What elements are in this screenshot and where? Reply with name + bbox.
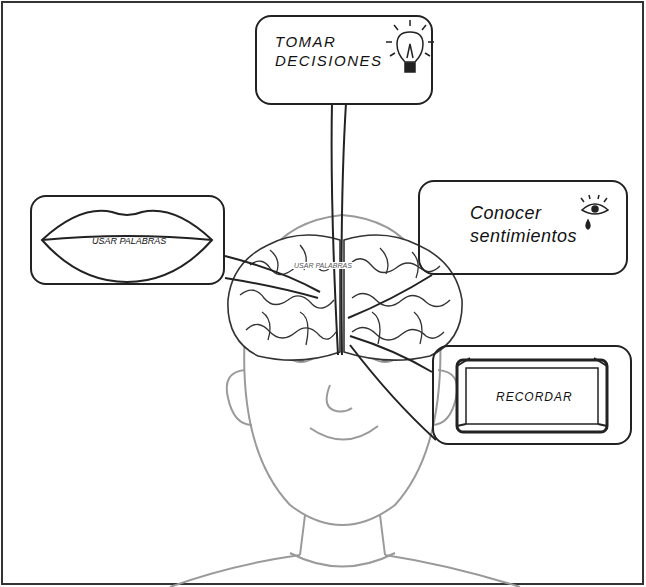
smile	[310, 426, 378, 440]
tail-bottom	[350, 336, 432, 372]
brain-label: USAR PALABRAS	[292, 262, 354, 269]
neck	[300, 515, 385, 555]
feelings-bubble: Conocer sentimientos	[418, 180, 628, 275]
lightbulb-icon	[386, 20, 434, 72]
tail-left	[225, 278, 318, 298]
bubble-text: RECORDAR	[496, 390, 573, 405]
brain	[228, 235, 462, 360]
decision-bubble: TOMAR DECISIONES	[255, 15, 433, 105]
tail-bottom	[350, 345, 436, 440]
left-ear	[227, 370, 252, 425]
lips-icon	[42, 211, 212, 282]
book-icon	[457, 358, 607, 432]
bubble-text: Conocer sentimientos	[470, 202, 590, 247]
shoulders	[170, 555, 520, 587]
memory-bubble: RECORDAR	[432, 345, 632, 445]
tail-top	[342, 103, 347, 355]
right-ear	[432, 370, 457, 425]
bubble-text: USAR PALABRAS	[92, 236, 166, 247]
right-hemisphere	[344, 235, 462, 360]
tail-right	[348, 275, 432, 318]
words-bubble: USAR PALABRAS	[30, 195, 225, 285]
eye-tear-icon	[581, 195, 608, 229]
nose	[327, 385, 352, 412]
collar	[290, 553, 395, 567]
bubble-text: TOMAR DECISIONES	[275, 33, 405, 71]
bubble-tails	[225, 103, 436, 440]
tail-top	[332, 103, 338, 355]
left-hemisphere	[228, 235, 340, 360]
